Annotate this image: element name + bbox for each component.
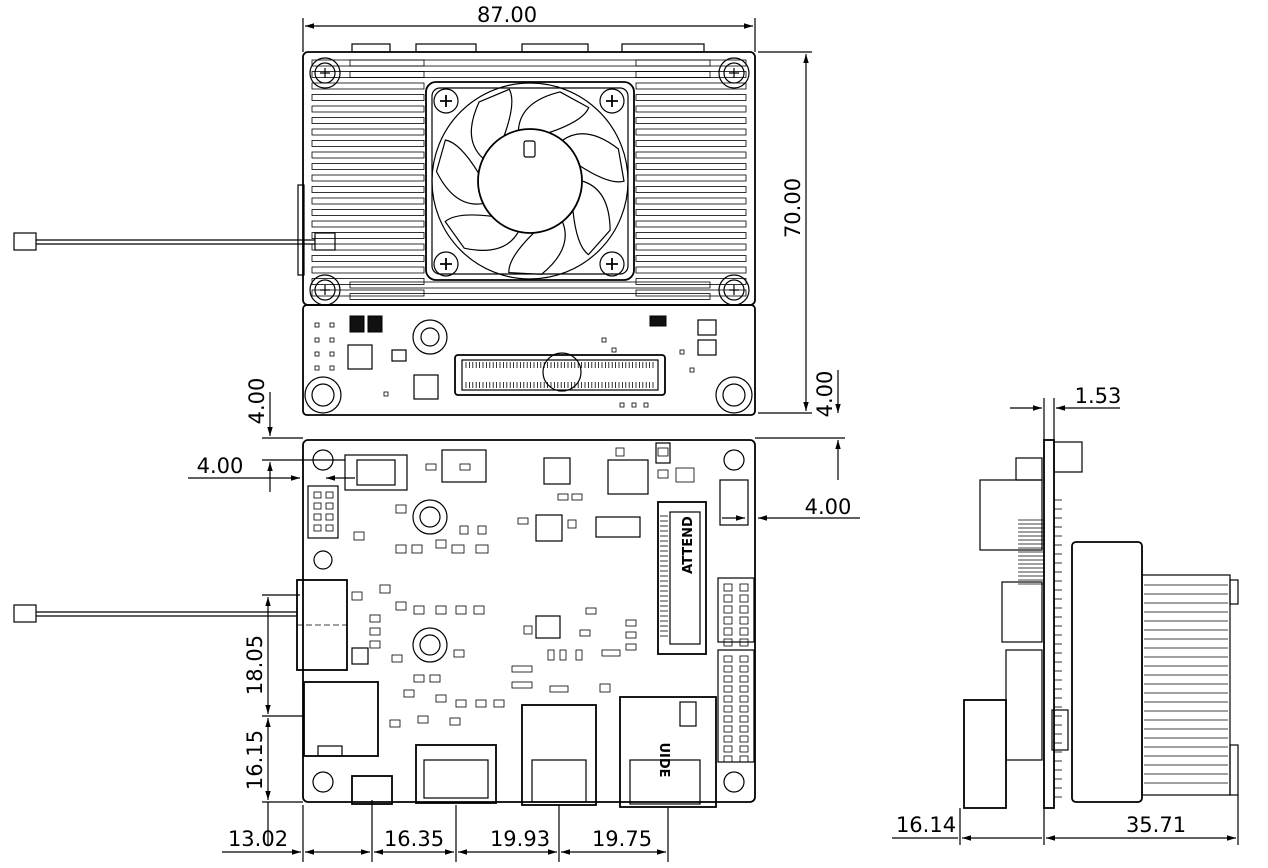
dim-offset-left-horizontal: 4.00 [197, 454, 244, 478]
top-view [13, 43, 756, 416]
chip [655, 442, 671, 464]
mounting-hole [723, 449, 745, 471]
dim-bottom-2: 16.35 [384, 827, 444, 851]
dim-offset-right-horizontal: 4.00 [805, 495, 852, 519]
chip [367, 315, 383, 333]
usb-c-port [351, 775, 393, 805]
dim-left-lower-1: 18.05 [243, 635, 267, 695]
ethernet-label: UIDE [656, 742, 671, 777]
board-strip [302, 304, 756, 416]
chip [697, 319, 717, 336]
top-edge-connector [521, 43, 589, 53]
antenna-connector [13, 604, 37, 623]
hdmi-port [415, 744, 497, 804]
sd-card-slot [303, 681, 379, 757]
fpc-connector [344, 454, 408, 491]
chip [535, 514, 563, 542]
board-to-board-connector [454, 352, 666, 396]
dim-gap-right: 4.00 [813, 371, 837, 418]
dim-side-top: 1.53 [1075, 384, 1122, 408]
smd-components [351, 447, 695, 728]
chip [595, 516, 641, 538]
standoff [412, 499, 448, 535]
ethernet-jack [619, 696, 717, 808]
pin-header [307, 485, 339, 539]
mounting-hole [304, 376, 342, 414]
dim-height-right: 70.00 [781, 178, 805, 238]
heatsink-tab [297, 184, 305, 276]
heatsink-screws [309, 57, 750, 306]
mounting-hole [715, 376, 753, 414]
mpcie-label: ATTEND [681, 516, 696, 574]
dim-bottom-1: 13.02 [228, 827, 288, 851]
standoff [412, 319, 448, 355]
antenna-connector [13, 232, 37, 251]
chip [413, 374, 439, 400]
side-heatsink [1071, 541, 1143, 803]
usb-a-port [521, 704, 597, 806]
dim-side-bottom-right: 35.71 [1126, 813, 1186, 837]
dim-left-lower-2: 16.15 [243, 730, 267, 790]
bottom-view: ATTEND UIDE [13, 439, 756, 808]
mounting-hole [312, 771, 334, 793]
power-jack [296, 579, 348, 671]
chip [441, 449, 487, 483]
top-edge-connector [621, 43, 705, 53]
chip [391, 349, 407, 362]
pin-header [719, 479, 749, 526]
top-edge-connector [351, 43, 391, 53]
mini-pcie-slot: ATTEND [657, 501, 707, 655]
side-view [963, 439, 1239, 809]
standoff [412, 627, 448, 663]
chip [649, 315, 667, 327]
pin-header [717, 649, 755, 763]
dim-bottom-3: 19.93 [490, 827, 550, 851]
heatsink-fins [311, 59, 747, 300]
side-pcb [1043, 439, 1055, 809]
dim-offset-left-vertical: 4.00 [245, 378, 269, 425]
side-connector [963, 699, 1007, 809]
cooling-fan [425, 81, 635, 281]
chip [347, 344, 373, 370]
chip [535, 615, 561, 639]
chip [607, 459, 649, 495]
top-edge-connector [415, 43, 477, 53]
board-outline [302, 439, 756, 803]
pin-header [717, 577, 755, 643]
dimensions: 87.00 70.00 4.00 4.00 4.00 4.00 18.05 [188, 3, 1239, 862]
side-connector [979, 479, 1043, 551]
dim-bottom-4: 19.75 [592, 827, 652, 851]
mounting-hole [723, 771, 745, 793]
dim-side-bottom-left: 16.14 [896, 813, 956, 837]
chip [543, 457, 571, 485]
chip [697, 339, 717, 356]
dim-width-top: 87.00 [477, 3, 537, 27]
chip [349, 315, 365, 333]
